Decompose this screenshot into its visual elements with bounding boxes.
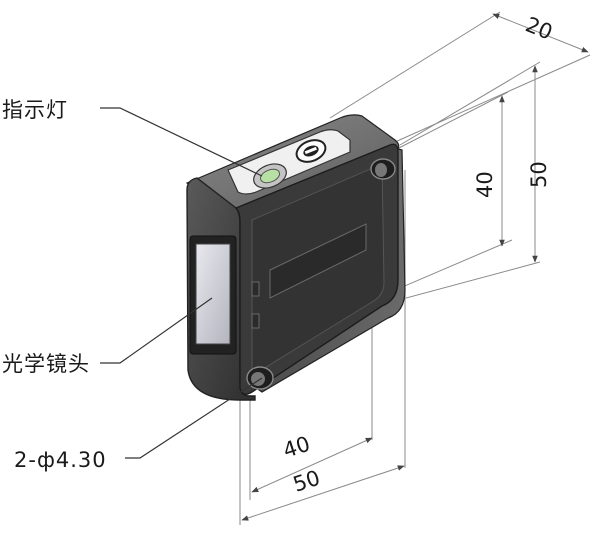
dim-height-outer: 50 (527, 161, 551, 188)
dim-width-outer: 50 (290, 466, 323, 497)
dim-depth: 20 (522, 12, 556, 44)
leader-lines (100, 107, 263, 459)
holes-label: 2-ф4.30 (14, 448, 107, 472)
sensor-body (185, 114, 406, 401)
dim-height-inner: 40 (473, 171, 497, 198)
optical-lens (189, 235, 237, 355)
mounting-hole-top (370, 158, 396, 180)
lens-label: 光学镜头 (2, 352, 90, 376)
indicator-label: 指示灯 (2, 98, 68, 122)
dim-width-inner: 40 (280, 432, 313, 463)
